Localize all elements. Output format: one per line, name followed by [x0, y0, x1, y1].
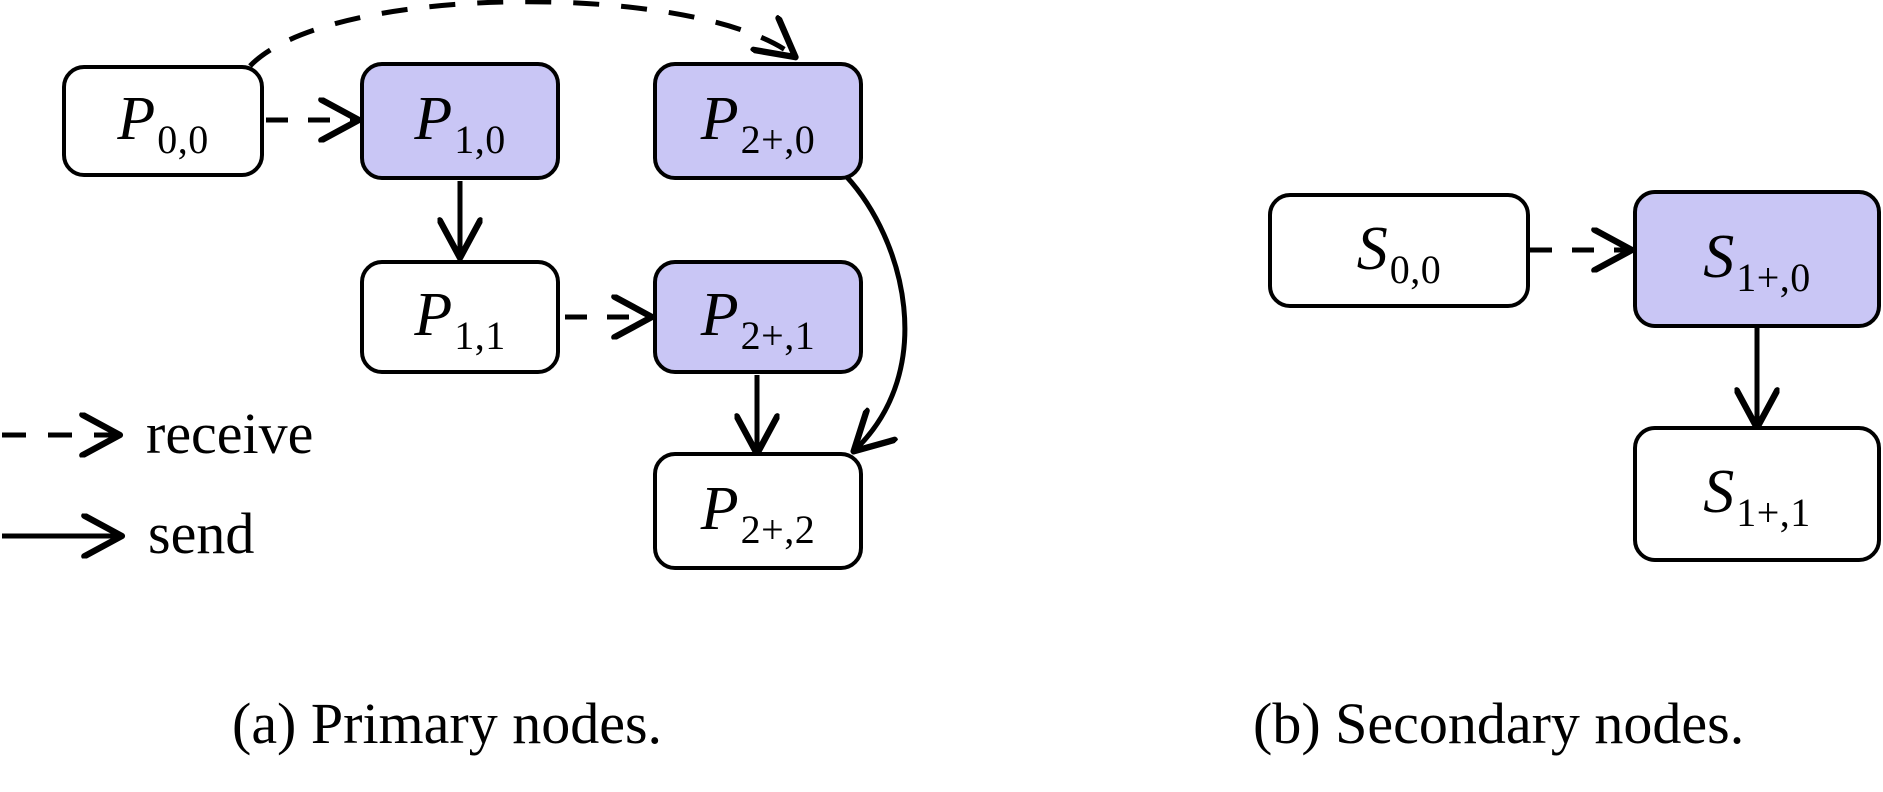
caption-panel-b: (b) Secondary nodes.	[1253, 691, 1745, 756]
legend-send-label: send	[148, 501, 255, 566]
legend-receive-label: receive	[146, 401, 314, 466]
legend-send: send	[148, 500, 254, 567]
caption-panel-a: (a) Primary nodes.	[232, 691, 663, 756]
edge-p00-to-p2p0-arc	[248, 0, 794, 68]
legend-receive: receive	[146, 400, 313, 467]
